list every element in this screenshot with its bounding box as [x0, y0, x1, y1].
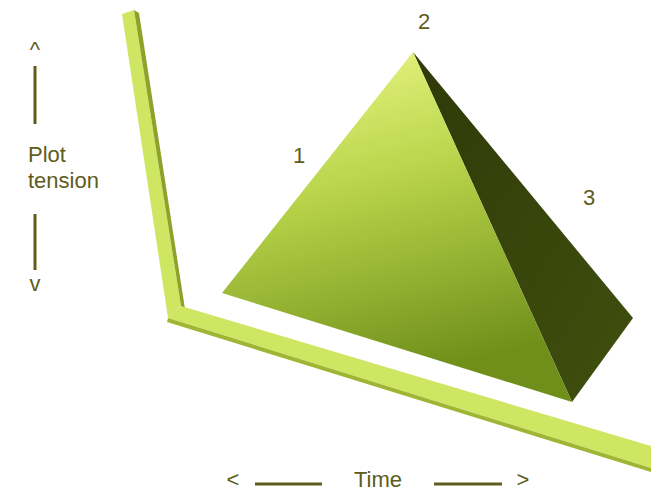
axis-arrow: > [517, 467, 530, 493]
vertical-axis-bar [122, 10, 181, 318]
axis-dash [434, 483, 502, 486]
axis-title: Time [354, 467, 402, 493]
pyramid-light-face [222, 52, 572, 402]
callout-number: 3 [583, 185, 595, 211]
axis-title: Plot tension [28, 142, 138, 194]
callout-number: 2 [418, 9, 430, 35]
axis-dash [255, 483, 322, 486]
axis-arrow: v [30, 271, 41, 297]
axis-dash [34, 214, 37, 270]
axis-dash [34, 66, 37, 124]
axis-arrow: ^ [30, 37, 40, 63]
vertical-axis-edge [134, 10, 185, 309]
axis-arrow: < [227, 467, 240, 493]
callout-number: 1 [293, 143, 305, 169]
